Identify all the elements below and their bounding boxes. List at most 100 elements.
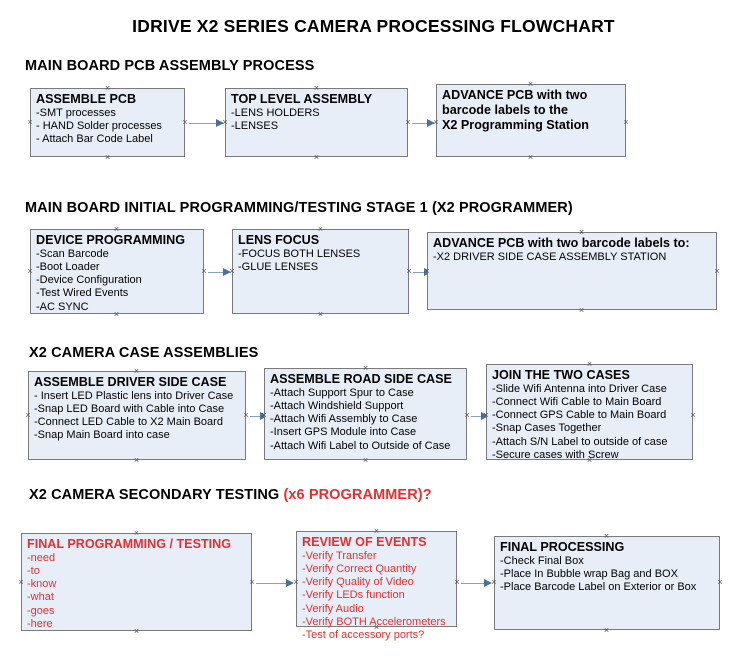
handle-left-icon [228, 267, 237, 276]
box-line: -Verify LEDs function [302, 589, 405, 602]
handle-bottom-icon [585, 456, 594, 465]
page-title: IDRIVE X2 SERIES CAMERA PROCESSING FLOWC… [132, 16, 615, 36]
box-line: -Snap Main Board into case [34, 429, 170, 442]
box-line: -Connect LED Cable to X2 Main Board [34, 416, 223, 429]
box-line: -Snap Cases Together [492, 422, 602, 435]
box-title: ASSEMBLE ROAD SIDE CASE [270, 372, 452, 386]
box-line: -Verify Quality of Video [302, 576, 414, 589]
box-line: -X2 DRIVER SIDE CASE ASSEMBLY STATION [433, 250, 667, 263]
handle-bottom-icon [577, 306, 586, 315]
flow-box-join-the-two-cases[interactable]: JOIN THE TWO CASES -Slide Wifi Antenna i… [486, 364, 693, 461]
box-line: -Connect Wifi Cable to Main Board [492, 396, 662, 409]
handle-top-icon [361, 364, 370, 373]
handle-left-icon [423, 267, 432, 276]
box-line: -Snap LED Board with Cable into Case [34, 403, 225, 416]
box-title: TOP LEVEL ASSEMBLY [231, 92, 373, 106]
section-heading-text: X2 CAMERA CASE ASSEMBLIES [29, 345, 259, 361]
box-line: -Attach Wifi Assembly to Case [270, 413, 418, 426]
flow-box-top-level-assembly[interactable]: TOP LEVEL ASSEMBLY -LENS HOLDERS -LENSES [225, 88, 408, 157]
box-line: -LENS HOLDERS [231, 106, 320, 119]
box-line: -Verify Transfer [302, 549, 377, 562]
handle-left-icon [432, 118, 441, 127]
box-line: -Attach Support Spur to Case [270, 386, 414, 399]
box-line: -goes [27, 604, 55, 617]
box-line: -Insert GPS Module into Case [270, 426, 417, 439]
section-heading-text: MAIN BOARD PCB ASSEMBLY PROCESS [25, 58, 315, 74]
box-line: -Slide Wifi Antenna into Driver Case [492, 382, 667, 395]
handle-bottom-icon [312, 153, 321, 162]
section-heading-text: MAIN BOARD INITIAL PROGRAMMING/TESTING S… [25, 200, 573, 216]
handle-left-icon [482, 411, 491, 420]
section-heading-secondary-testing: X2 CAMERA SECONDARY TESTING (x6 PROGRAMM… [29, 487, 432, 503]
box-line: -Attach Wifi Label to Outside of Case [270, 439, 451, 452]
box-line: -Place In Bubble wrap Bag and BOX [500, 568, 678, 581]
box-title: FINAL PROCESSING [500, 540, 625, 554]
box-line: -need [27, 551, 56, 564]
flow-box-advance-pcb-driver-side[interactable]: ADVANCE PCB with two barcode labels to: … [427, 232, 717, 310]
flow-box-assemble-pcb[interactable]: ASSEMBLE PCB -SMT processes - HAND Solde… [30, 88, 185, 157]
box-line: -Verify Correct Quantity [302, 563, 417, 576]
flow-box-assemble-driver-side-case[interactable]: ASSEMBLE DRIVER SIDE CASE - Insert LED P… [28, 371, 246, 460]
box-line: -know [27, 578, 57, 591]
box-line: -Verify Audio [302, 602, 364, 615]
box-line: -Connect GPS Cable to Main Board [492, 409, 667, 422]
section-heading-initial-programming: MAIN BOARD INITIAL PROGRAMMING/TESTING S… [25, 200, 573, 216]
box-title: DEVICE PROGRAMMING [36, 233, 186, 247]
connector-arrow-final-prog-to-review [256, 579, 294, 587]
handle-top-icon [372, 527, 381, 536]
box-title-line2: barcode labels to the [442, 102, 568, 117]
box-line: -Test Wired Events [36, 287, 129, 300]
handle-bottom-icon [132, 456, 141, 465]
handle-right-icon [622, 118, 631, 127]
connector-arrow-pcb-to-top-level [189, 119, 224, 127]
box-line: -Attach Windshield Support [270, 400, 404, 413]
handle-bottom-icon [132, 627, 141, 636]
handle-left-icon [26, 267, 35, 276]
handle-bottom-icon [372, 623, 381, 632]
box-title: ASSEMBLE PCB [36, 92, 137, 106]
box-title: JOIN THE TWO CASES [492, 368, 630, 382]
box-title: FINAL PROGRAMMING / TESTING [27, 537, 232, 551]
flow-box-final-programming-testing[interactable]: FINAL PROGRAMMING / TESTING -need -to -k… [21, 533, 252, 631]
handle-left-icon [490, 578, 499, 587]
box-line: -Place Barcode Label on Exterior or Box [500, 581, 697, 594]
handle-bottom-icon [316, 310, 325, 319]
handle-left-icon [17, 578, 26, 587]
handle-top-icon [526, 80, 535, 89]
flow-box-final-processing[interactable]: FINAL PROCESSING -Check Final Box -Place… [494, 536, 720, 630]
handle-left-icon [26, 118, 35, 127]
handle-left-icon [221, 118, 230, 127]
handle-top-icon [132, 529, 141, 538]
box-title: ADVANCE PCB with two barcode labels to: [433, 236, 690, 250]
box-title: REVIEW OF EVENTS [302, 535, 427, 549]
handle-right-icon [716, 578, 725, 587]
flow-box-advance-pcb-programming-station[interactable]: ADVANCE PCB with two barcode labels to t… [436, 84, 626, 157]
handle-bottom-icon [526, 153, 535, 162]
flow-box-assemble-road-side-case[interactable]: ASSEMBLE ROAD SIDE CASE -Attach Support … [264, 368, 467, 460]
box-line: -GLUE LENSES [238, 261, 319, 274]
box-line: -to [27, 565, 40, 578]
handle-top-icon [577, 228, 586, 237]
handle-top-icon [316, 225, 325, 234]
box-line: -Device Configuration [36, 274, 142, 287]
handle-right-icon [713, 267, 722, 276]
handle-left-icon [292, 578, 301, 587]
flow-box-lens-focus[interactable]: LENS FOCUS -FOCUS BOTH LENSES -GLUE LENS… [232, 229, 409, 314]
box-line: -Boot Loader [36, 261, 100, 274]
box-title-line3: X2 Programming Station [442, 117, 589, 132]
box-line: -what [27, 591, 54, 604]
section-heading-red-text: (x6 PROGRAMMER)? [283, 487, 432, 503]
handle-top-icon [602, 532, 611, 541]
handle-top-icon [312, 84, 321, 93]
box-line: -here [27, 617, 53, 630]
handle-bottom-icon [112, 310, 121, 319]
box-line: - HAND Solder processes [36, 120, 162, 133]
box-line: -Scan Barcode [36, 247, 109, 260]
flow-box-device-programming[interactable]: DEVICE PROGRAMMING -Scan Barcode -Boot L… [30, 229, 204, 314]
handle-right-icon [689, 411, 698, 420]
box-line: -Attach S/N Label to outside of case [492, 435, 668, 448]
box-line: -LENSES [231, 120, 279, 133]
box-line: -SMT processes [36, 106, 116, 119]
flow-box-review-of-events[interactable]: REVIEW OF EVENTS -Verify Transfer -Verif… [296, 531, 457, 641]
box-line: - Attach Bar Code Label [36, 133, 153, 146]
